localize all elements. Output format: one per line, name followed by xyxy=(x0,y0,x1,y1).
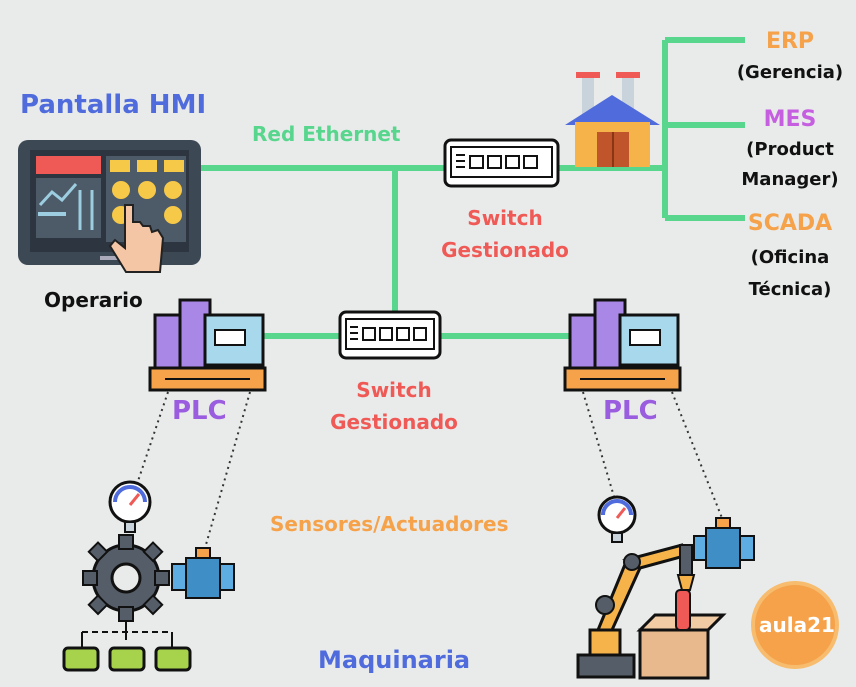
plc-right-label: PLC xyxy=(603,396,658,426)
scada-role-2: Técnica) xyxy=(748,279,832,300)
box-icon xyxy=(636,589,727,680)
switch-bottom-line1: Switch xyxy=(356,378,432,402)
monitor-touch-icon xyxy=(18,140,201,273)
network-lines xyxy=(200,37,745,339)
plc-left-label: PLC xyxy=(172,396,227,426)
svg-text:aula21: aula21 xyxy=(759,613,835,637)
mes-role-2: Manager) xyxy=(741,169,839,190)
mes-block: MES (Product Manager) xyxy=(726,106,854,194)
switch-top-line1: Switch xyxy=(467,206,543,230)
mes-role-1: (Product xyxy=(746,139,834,160)
factory-icon xyxy=(565,72,660,167)
switch-top-label: Switch Gestionado xyxy=(432,202,578,266)
sensor-links xyxy=(134,391,723,549)
scada-name: SCADA xyxy=(747,211,833,236)
mes-name: MES xyxy=(763,107,817,132)
flowmeter-icon xyxy=(171,547,235,599)
gauge-icon xyxy=(597,495,637,543)
machinery-label: Maquinaria xyxy=(318,646,471,674)
erp-name: ERP xyxy=(765,29,815,54)
field-label: Sensores/Actuadores xyxy=(270,512,509,536)
gear-icon xyxy=(62,534,192,672)
scada-role-1: (Oficina xyxy=(750,247,830,268)
robot-arm-icon xyxy=(576,543,696,679)
switch-bottom-line2: Gestionado xyxy=(330,410,458,434)
switch-icon xyxy=(443,138,560,188)
operator-label: Operario xyxy=(44,288,143,312)
switch-icon xyxy=(338,310,442,360)
aula21-logo: aula21 xyxy=(751,581,839,669)
plc-icon xyxy=(563,298,682,392)
flowmeter-icon xyxy=(693,517,755,569)
hmi-title: Pantalla HMI xyxy=(20,90,207,120)
switch-top-line2: Gestionado xyxy=(441,238,569,262)
gauge-icon xyxy=(108,480,152,533)
erp-role: (Gerencia) xyxy=(736,62,844,83)
scada-block: SCADA (Oficina Técnica) xyxy=(726,210,854,302)
switch-bottom-label: Switch Gestionado xyxy=(321,374,467,438)
plc-icon xyxy=(148,298,267,392)
erp-block: ERP (Gerencia) xyxy=(726,28,854,90)
network-label: Red Ethernet xyxy=(252,122,401,146)
